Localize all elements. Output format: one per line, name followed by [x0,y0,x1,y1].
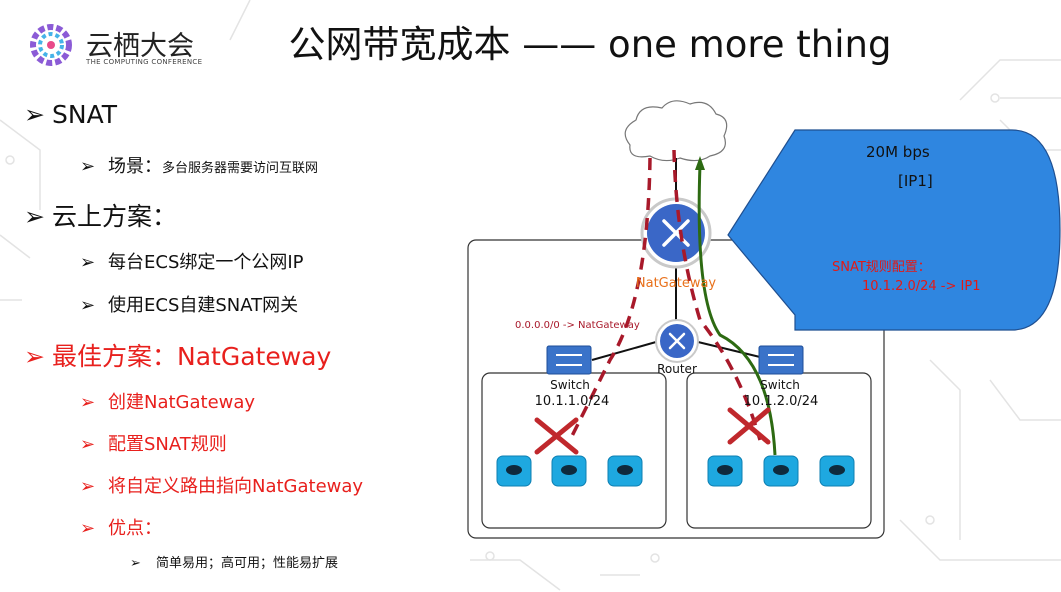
bullet-pros-detail: ➢简单易用；高可用；性能易扩展 [130,556,339,571]
allowed-traffic-path [697,164,777,456]
logo-subtitle: THE COMPUTING CONFERENCE [86,58,203,66]
bullet-arrow-icon: ➢ [24,100,45,129]
bullet-cloud-solutions: ➢云上方案： [24,202,178,231]
switch-icon-1 [546,345,592,375]
switch2-label: Switch [760,378,800,392]
snat-rule: 10.1.2.0/24 -> IP1 [862,279,980,294]
switch-icon-2 [758,345,804,375]
bullet-arrow-icon: ➢ [80,295,96,316]
bandwidth-label: 20M bps [866,143,930,161]
green-arrowhead-icon [695,156,705,170]
bullet-arrow-icon: ➢ [80,518,96,539]
bullet-arrow-icon: ➢ [80,476,96,497]
natgateway-label: NatGateway [636,276,717,291]
switch1-cidr: 10.1.1.0/24 [535,394,610,409]
router-label: Router [657,362,697,376]
blocked-x-icon [534,407,771,455]
bullet-solution-2: ➢使用ECS自建SNAT网关 [80,295,299,316]
slide-title: 公网带宽成本 —— one more thing [288,23,892,66]
internet-cloud-icon [624,100,728,162]
logo-text: 云栖大会 [86,31,194,62]
ip-label: [IP1] [898,172,933,190]
bullet-snat: ➢SNAT [24,100,118,129]
bullet-solution-1: ➢每台ECS绑定一个公网IP [80,252,304,273]
snat-config-title: SNAT规则配置： [832,260,931,275]
bullet-arrow-icon: ➢ [80,252,96,273]
snat-callout [727,129,1061,331]
bullet-best-solution: ➢最佳方案：NatGateway [24,342,332,371]
bullet-arrow-icon: ➢ [80,156,96,177]
bullet-step-2: ➢配置SNAT规则 [80,434,227,455]
switch2-cidr: 10.1.2.0/24 [744,394,819,409]
bullet-step-1: ➢创建NatGateway [80,392,256,413]
switch1-label: Switch [550,378,590,392]
bullet-arrow-icon: ➢ [80,392,96,413]
conference-logo-icon [30,24,72,66]
blocked-traffic-paths [568,149,762,441]
router-icon [655,319,699,363]
route-entry-label: 0.0.0.0/0 -> NatGateway [515,320,640,331]
natgateway-icon [640,197,712,269]
bullet-arrow-icon: ➢ [130,556,141,571]
bullet-pros: ➢优点： [80,518,162,539]
bullet-arrow-icon: ➢ [24,202,45,231]
bullet-step-3: ➢将自定义路由指向NatGateway [80,476,364,497]
bullet-arrow-icon: ➢ [80,434,96,455]
bullet-scene: ➢场景：多台服务器需要访问互联网 [80,156,319,177]
bullet-arrow-icon: ➢ [24,342,45,371]
